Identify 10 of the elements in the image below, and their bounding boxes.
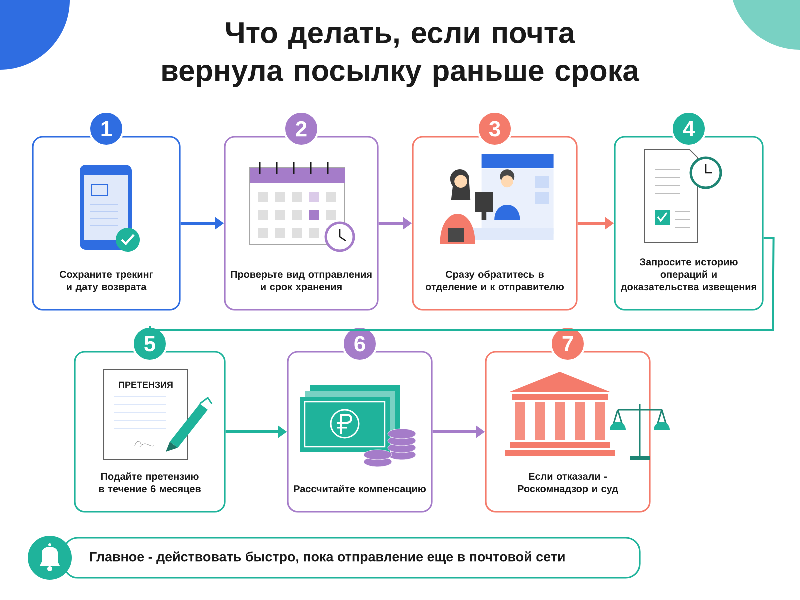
number-badge: 7 xyxy=(550,326,586,362)
number-badge: 3 xyxy=(477,111,513,147)
title: Что делать, если почта вернула посылку раньше срока xyxy=(162,22,640,88)
number-badge: 5 xyxy=(132,326,168,362)
number-badge: 1 xyxy=(88,111,124,147)
number-badge: 2 xyxy=(284,111,320,147)
tip-banner: Главное - действовать быстро, пока отправление еще в почтовой сети xyxy=(63,537,641,579)
claim-heading: ПРЕТЕНЗИЯ xyxy=(119,382,173,388)
number-badge: 6 xyxy=(342,326,378,362)
number-badge: 4 xyxy=(671,111,707,147)
